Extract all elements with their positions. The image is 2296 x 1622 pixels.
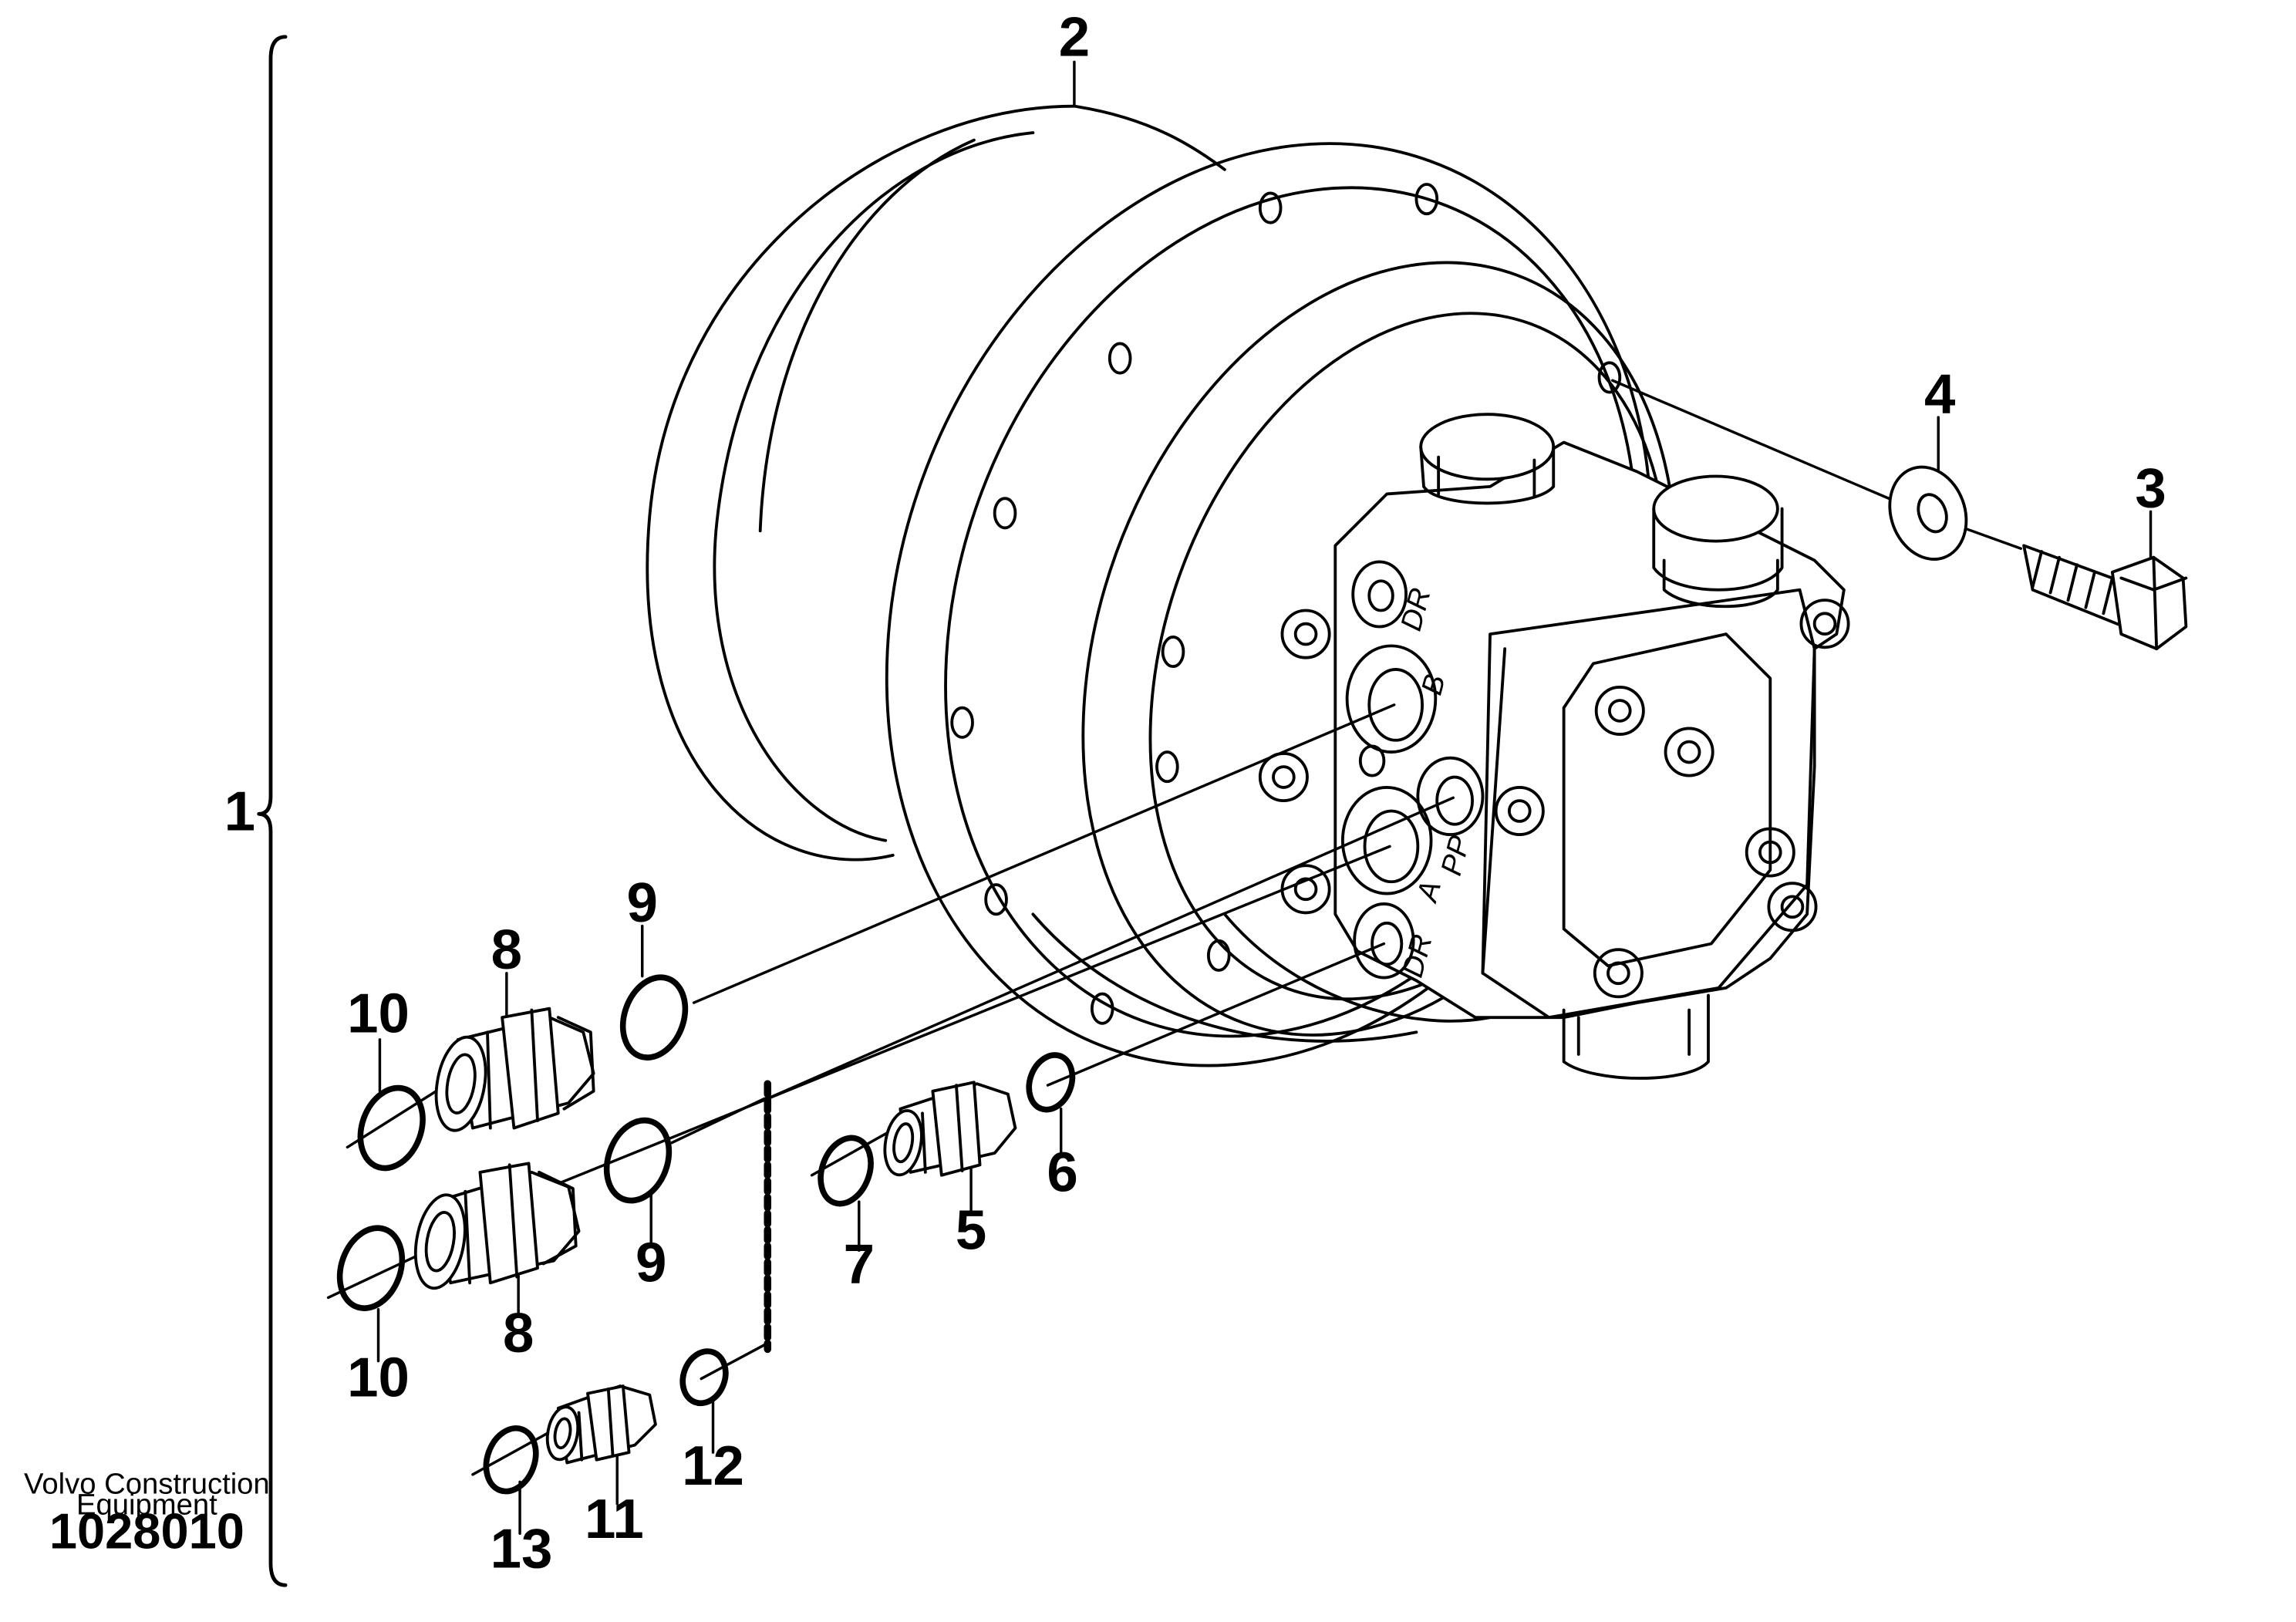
- callout-8-upper: 8: [491, 919, 522, 981]
- o-ring-6: [1026, 1052, 1076, 1113]
- drawing-number: 1028010: [49, 1502, 244, 1559]
- callouts: 1 2 3 4 5 6 7 8 8 9 9 10 10 11 12 13: [224, 6, 2166, 1580]
- callout-6: 6: [1047, 1141, 1077, 1204]
- port-b: [1345, 644, 1438, 754]
- top-plug-1: [1419, 413, 1556, 505]
- flange-bolt-holes: [950, 183, 1622, 1025]
- callout-10-upper: 10: [347, 982, 410, 1044]
- callout-3: 3: [2135, 457, 2166, 520]
- port-a: [1340, 785, 1433, 895]
- adapter-11: [545, 1384, 657, 1465]
- callout-1: 1: [224, 780, 255, 842]
- valve-block: DR B PP A DR: [1258, 413, 1850, 1080]
- footer: Volvo Construction Equipment 1028010: [24, 1468, 270, 1560]
- callout-4: 4: [1924, 363, 1955, 425]
- assembly-bracket: [257, 35, 288, 1587]
- callout-9-upper: 9: [627, 872, 658, 934]
- top-plug-2: [1652, 474, 1784, 609]
- callout-8-lower: 8: [503, 1302, 534, 1364]
- o-ring-9-lower: [603, 1117, 673, 1204]
- adapter-8-lower: [413, 1162, 581, 1290]
- company-name-line2: Equipment: [76, 1488, 217, 1521]
- washer: [1888, 465, 1968, 561]
- hex-bolt: [2022, 544, 2188, 651]
- leader-lines: [326, 60, 2153, 1536]
- callout-9-lower: 9: [636, 1231, 666, 1293]
- callout-7: 7: [844, 1233, 875, 1295]
- callout-12: 12: [682, 1435, 744, 1497]
- port-dr-bottom: [1353, 902, 1415, 980]
- callout-11: 11: [585, 1488, 644, 1550]
- port-pp: [1416, 756, 1485, 837]
- o-ring-10-upper: [357, 1084, 426, 1172]
- callout-13: 13: [491, 1517, 553, 1580]
- callout-2: 2: [1059, 6, 1090, 69]
- adapter-8-upper: [434, 1007, 595, 1132]
- adapter-5: [883, 1081, 1017, 1177]
- callout-5: 5: [956, 1199, 986, 1261]
- o-ring-13: [483, 1425, 539, 1495]
- o-ring-12: [679, 1348, 729, 1407]
- port-dr-top: [1351, 560, 1408, 629]
- o-ring-7: [818, 1135, 874, 1207]
- company-name-line1: Volvo Construction: [24, 1468, 270, 1501]
- o-ring-10-lower: [336, 1225, 406, 1311]
- o-ring-9-upper: [619, 974, 689, 1061]
- bottom-plug: [1562, 993, 1710, 1080]
- callout-10-lower: 10: [347, 1346, 410, 1408]
